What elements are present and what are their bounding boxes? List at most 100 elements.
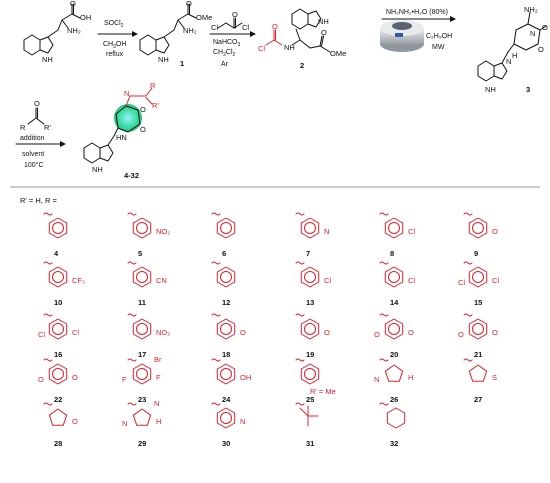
atom-O: O [538,45,544,54]
step4-temperature: 100°C [24,161,44,169]
substituent-13-group: Cl [324,276,331,285]
compound-label-25: 25 [306,395,314,404]
substituent-12: 12 [211,261,236,307]
substituent-17-group: NO₂ [156,328,170,337]
compound-label-5: 5 [138,249,142,258]
attachment-point [295,402,305,406]
step3-solvent: C₂H₅OH [426,33,452,40]
attachment-point [295,212,305,216]
substituent-30: N30 [211,402,245,448]
arrow-step2: Cl O Cl NaHCO3 CH2Cl2 Ar [209,10,256,68]
atom-NH2: NH₂ [67,26,81,35]
substituent-29-group3: N [154,399,159,408]
substituent-5-group: NO₂ [156,227,170,236]
compound-label-13: 13 [306,298,314,307]
atom-H: H [512,51,517,60]
substituent-9-group: O [492,227,498,236]
substituent-7-group: N [324,227,329,236]
atom-NH-indole: NH [42,55,53,64]
substituent-8-group: Cl [408,227,415,236]
atom-HN: HN [116,133,127,142]
substituent-16-group2: Cl [38,330,45,339]
substituent-30-group: N [240,417,245,426]
step2-atmosphere: Ar [221,61,229,68]
attachment-point [43,358,53,362]
compound-2-structure: O OMe NH NH O Cl 2 [258,8,346,70]
atom-Rprime: R' [44,123,51,132]
substituent-26-group: H [408,373,413,382]
substituent-legend: R' = H, R = [20,196,57,205]
attachment-point [127,261,137,265]
compound-label-8: 8 [390,249,394,258]
atom-O: O [140,105,146,114]
substituent-4: 4 [43,212,68,258]
step1-solvent: CH3OH [103,41,126,50]
step3-condition: MW [432,44,445,51]
attachment-point [127,313,137,317]
substituent-23-group: F [156,373,161,382]
step1-condition: reflux [106,51,124,58]
substituent-28-group: O [72,417,78,426]
substituent-15-group2: Cl [458,278,465,287]
attachment-point [295,358,305,362]
substituent-8: Cl 8 [379,212,415,258]
substituent-17: NO₂ 17 [127,313,170,359]
atom-O-red: O [272,22,278,31]
step2-solvent: CH2Cl2 [213,49,236,58]
atom-Cl-red: Cl [258,44,265,53]
attachment-point [211,358,221,362]
atom-N-red: N [124,89,129,98]
substituent-26-group2: N [374,375,379,384]
compound-label-4: 4 [54,249,59,258]
atom-NH-indole: NH [158,55,169,64]
attachment-point [379,212,389,216]
compound-label-18: 18 [222,350,230,359]
substituent-27: S27 [463,358,497,404]
substituent-11-group: CN [156,276,167,285]
compound-label-7: 7 [306,249,310,258]
substituent-21-group2: O [458,330,464,339]
attachment-point [211,261,221,265]
substituent-22-group: O [72,373,78,382]
step2-reagent: NaHCO3 [213,39,241,48]
compound-label-17: 17 [138,350,146,359]
tryptophan-structure: O OH NH₂ NH [23,0,91,64]
atom-O: O [140,125,146,134]
attachment-point [379,402,389,406]
compound-1-structure: O OMe NH₂ NH 1 [139,0,212,68]
attachment-point [211,402,221,406]
substituent-23-group3: Br [154,355,162,364]
atom-NH2: NH₂ [524,5,538,14]
attachment-point [463,358,473,362]
atom-O: O [232,10,238,19]
compound-label-28: 28 [54,439,62,448]
compound-label-22: 22 [54,395,62,404]
compound-label-10: 10 [54,298,62,307]
substituent-14-group: Cl [408,276,415,285]
highlight-ring [114,104,142,132]
substituent-7: N7 [295,212,329,258]
arrow-step3: NH₂NH₂•H₂O (80%) C₂H₅OH MW [380,9,456,52]
atom-O: O [542,23,548,32]
step4-solvent: solvent [22,151,44,158]
attachment-point [379,261,389,265]
substituent-32: 32 [379,402,406,448]
compound-label-29: 29 [138,439,146,448]
atom-Cl: Cl [242,23,249,32]
substituent-6: 6 [211,212,236,258]
compound-label-27: 27 [474,395,482,404]
arrow-step4: addition solvent 100°C [15,135,66,169]
atom-O: O [321,28,327,37]
compound-label-24: 24 [222,395,231,404]
attachment-point [295,261,305,265]
atom-Cl: Cl [211,23,218,32]
